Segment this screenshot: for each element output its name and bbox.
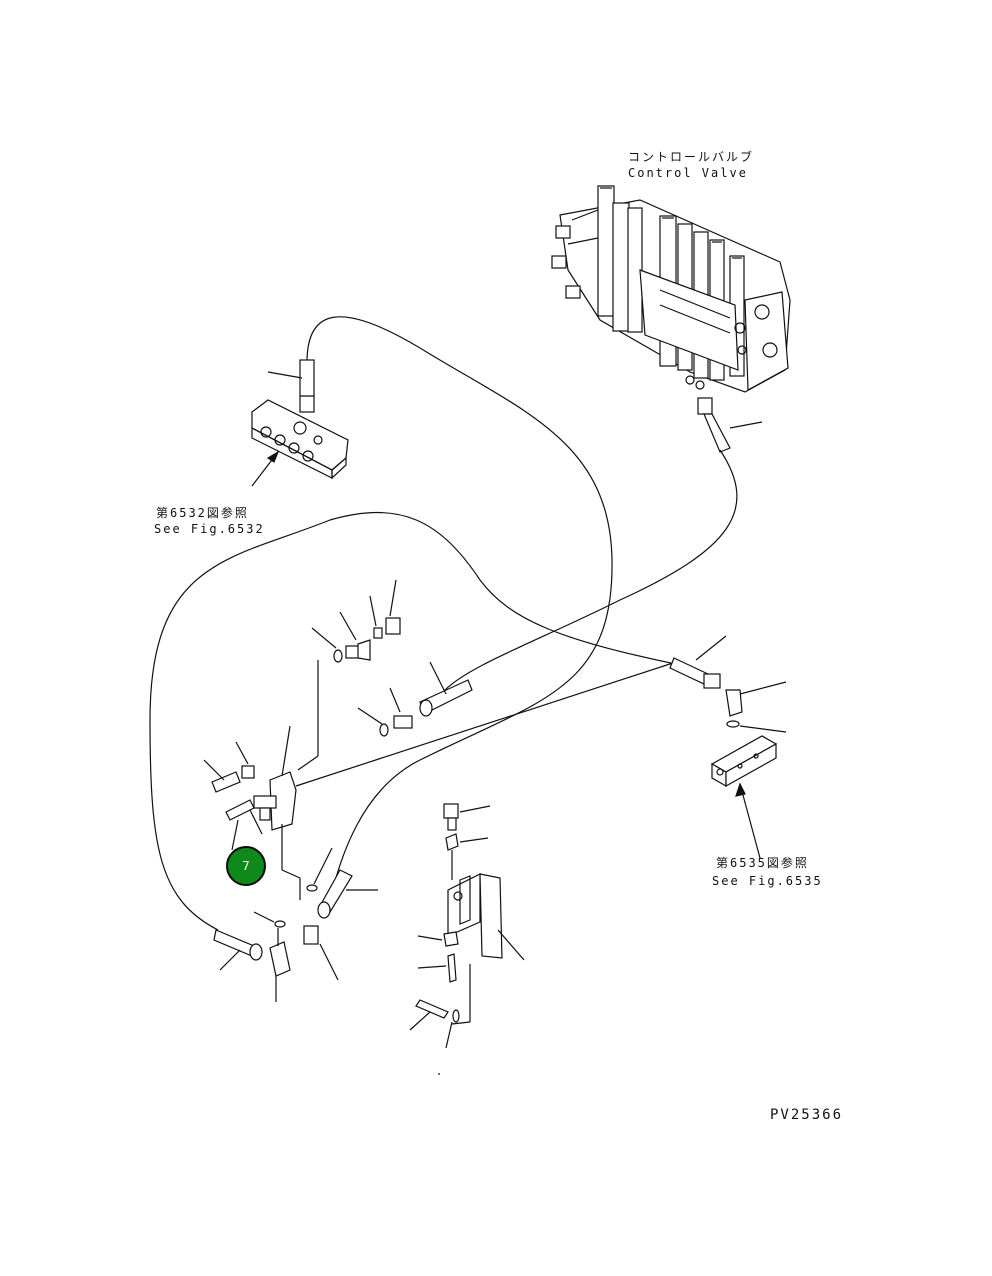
fittings-upper-row <box>297 579 401 771</box>
reference-6532-en[interactable]: See Fig.6532 <box>154 522 265 536</box>
bracket-right <box>409 803 525 1075</box>
control-valve-label-en: Control Valve <box>628 166 748 180</box>
hose-end-6535 <box>669 635 787 733</box>
hose-manifold-to-lower <box>306 316 613 901</box>
hotspot-number: 7 <box>242 859 250 873</box>
elbow-fitting-valve <box>697 397 763 453</box>
drawing-number: PV25366 <box>770 1107 844 1123</box>
control-valve-label-jp: コントロールバルブ <box>628 150 755 164</box>
valve-bracket-left <box>203 725 301 900</box>
block-6535 <box>710 735 778 859</box>
hose-to-6535 <box>295 661 677 787</box>
part-hotspot-7[interactable]: 7 <box>226 846 266 886</box>
hose-loop-left <box>149 512 681 931</box>
reference-6535-jp[interactable]: 第6535図参照 <box>716 856 809 870</box>
manifold-block-6532 <box>251 359 349 487</box>
reference-6535-en[interactable]: See Fig.6535 <box>712 874 823 888</box>
fittings-middle-row <box>357 661 473 737</box>
reference-6532-jp[interactable]: 第6532図参照 <box>156 506 249 520</box>
hose-valve-to-tee <box>444 449 738 691</box>
fittings-lower-left <box>213 847 378 1002</box>
control-valve-drawing <box>551 185 791 393</box>
